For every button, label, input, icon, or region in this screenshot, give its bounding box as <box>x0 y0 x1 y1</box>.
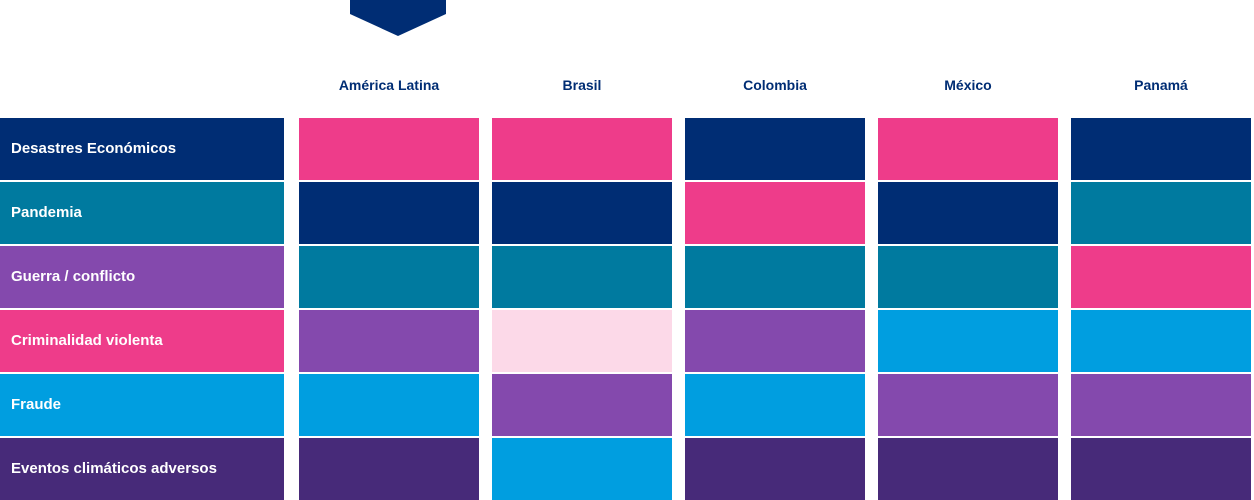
column-header: México <box>944 77 992 93</box>
matrix-cell <box>1071 374 1251 436</box>
matrix-cell <box>492 310 672 372</box>
matrix-cell <box>685 374 865 436</box>
matrix-cell <box>299 118 479 180</box>
matrix-cell <box>299 182 479 244</box>
matrix-cell <box>878 118 1058 180</box>
column-header: América Latina <box>338 77 440 93</box>
chevron-down-icon <box>350 0 446 36</box>
matrix-cell <box>685 118 865 180</box>
row-label: Guerra / conflicto <box>0 246 284 308</box>
matrix-cell <box>299 246 479 308</box>
matrix-cell <box>1071 182 1251 244</box>
column-header: Panamá <box>1134 77 1188 93</box>
matrix-cell <box>878 438 1058 500</box>
matrix-cell <box>492 374 672 436</box>
matrix-cell <box>685 310 865 372</box>
matrix-cell <box>1071 438 1251 500</box>
matrix-cell <box>685 182 865 244</box>
matrix-cell <box>685 438 865 500</box>
row-label: Fraude <box>0 374 284 436</box>
matrix-cell <box>492 182 672 244</box>
matrix-cell <box>299 438 479 500</box>
matrix-cell <box>685 246 865 308</box>
row-label: Desastres Económicos <box>0 118 284 180</box>
matrix-cell <box>492 246 672 308</box>
row-label: Criminalidad violenta <box>0 310 284 372</box>
matrix-cell <box>878 182 1058 244</box>
matrix-cell <box>492 118 672 180</box>
matrix-cell <box>878 310 1058 372</box>
column-header: Colombia <box>743 77 807 93</box>
matrix-cell <box>1071 310 1251 372</box>
matrix-cell <box>299 310 479 372</box>
matrix-cell <box>1071 246 1251 308</box>
row-label: Eventos climáticos adversos <box>0 438 284 500</box>
matrix-cell <box>878 374 1058 436</box>
matrix-cell <box>299 374 479 436</box>
matrix-cell <box>878 246 1058 308</box>
column-header: Brasil <box>562 77 602 93</box>
matrix-cell <box>1071 118 1251 180</box>
matrix-cell <box>492 438 672 500</box>
row-label: Pandemia <box>0 182 284 244</box>
